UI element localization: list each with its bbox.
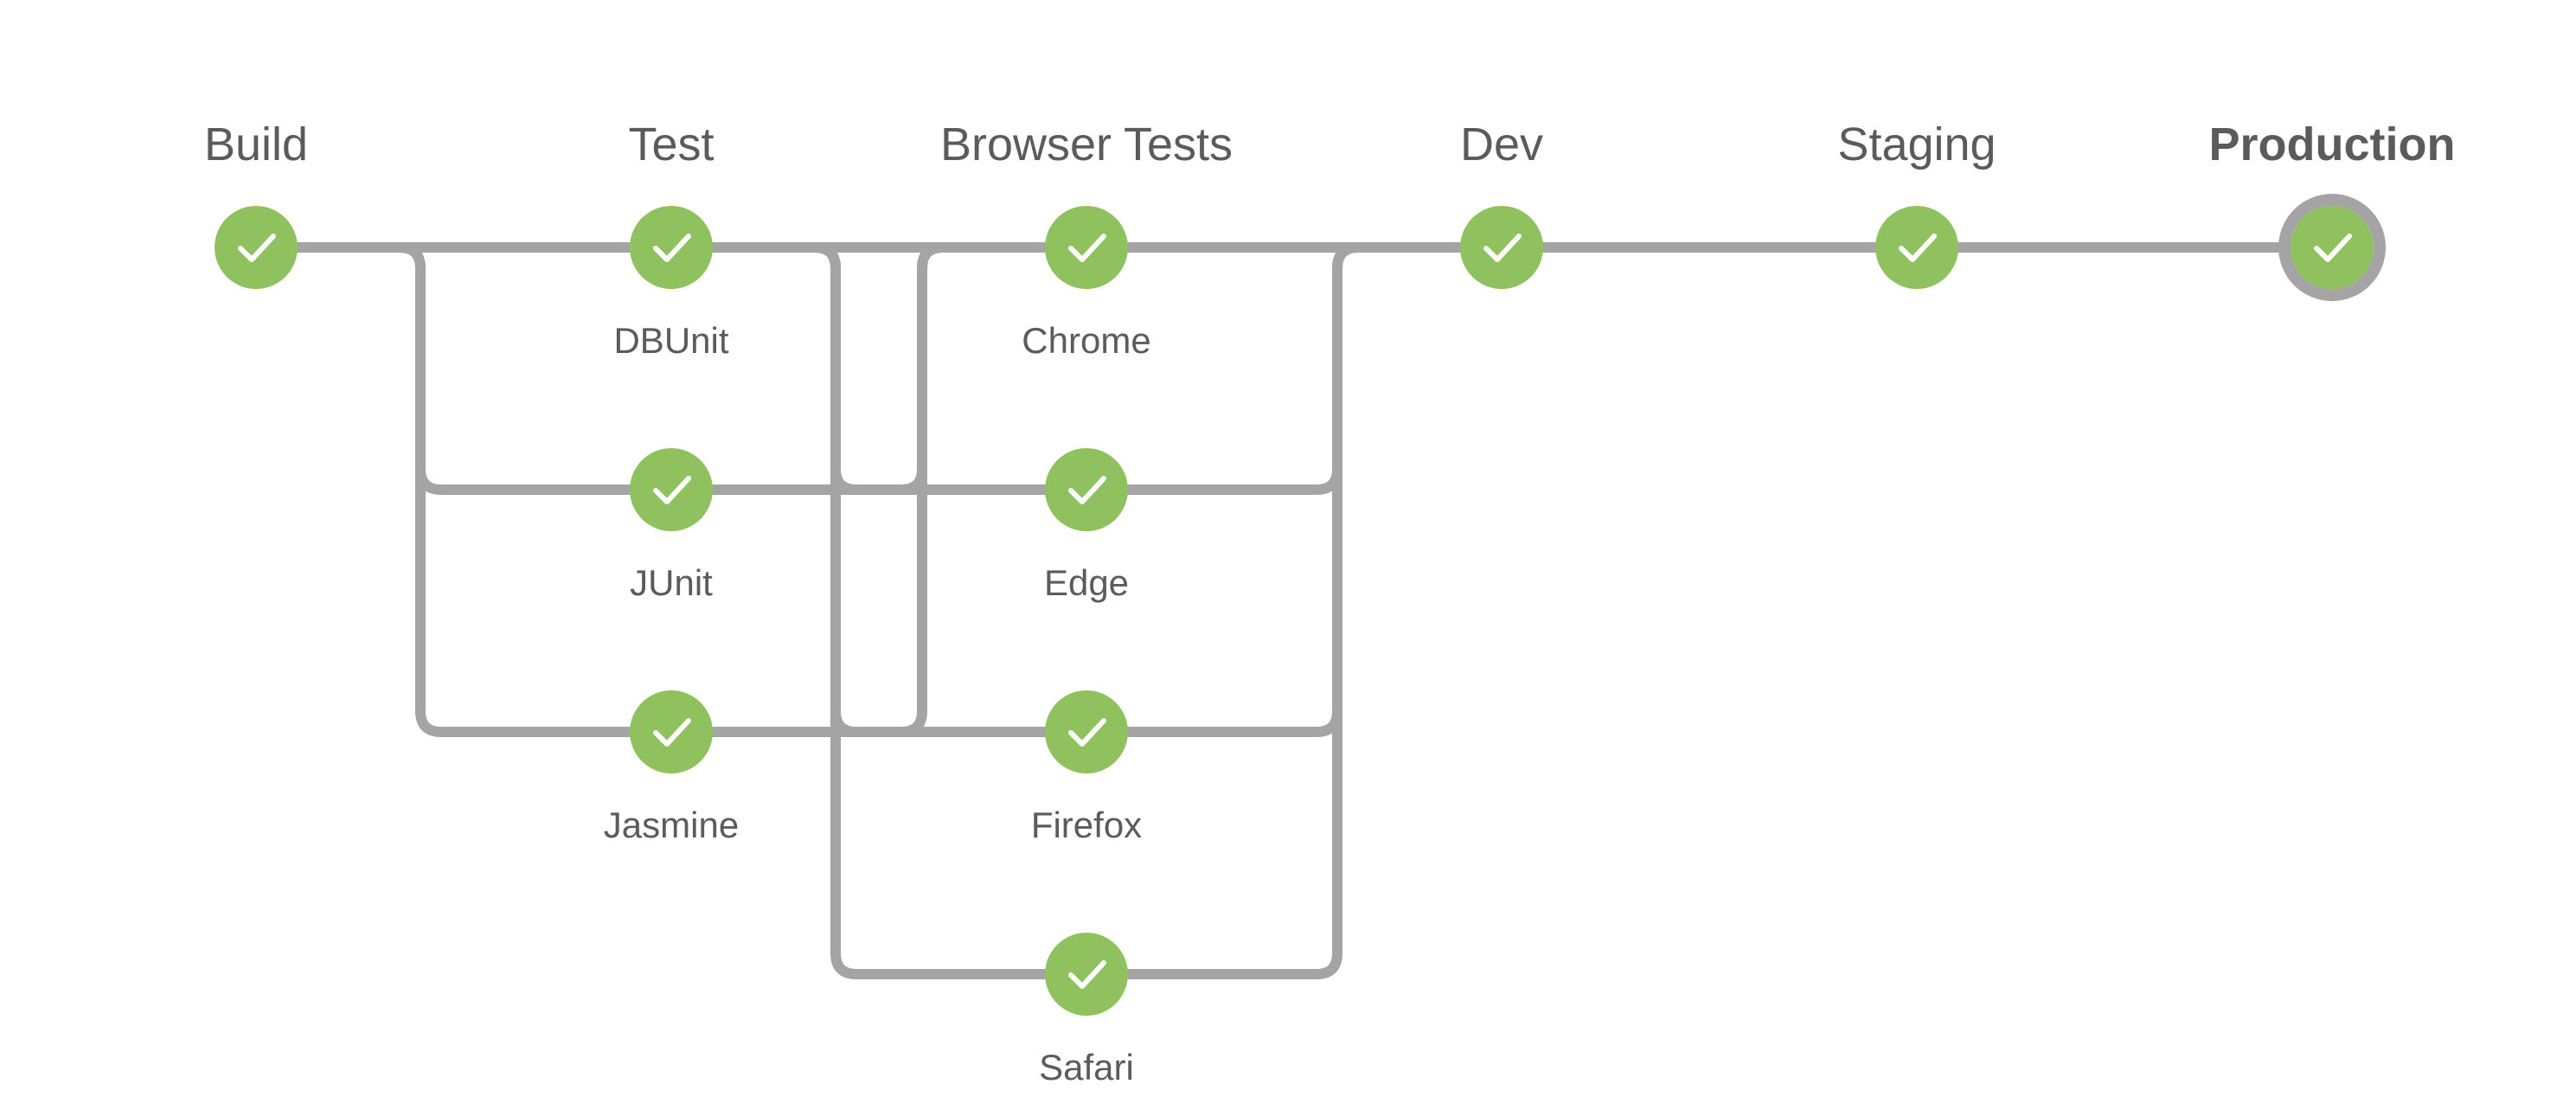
branch-in-test-2 bbox=[394, 242, 676, 737]
branch-out-test-1 bbox=[666, 242, 948, 495]
status-circle bbox=[1045, 690, 1128, 773]
node-edge[interactable] bbox=[1045, 448, 1128, 531]
status-circle bbox=[1045, 933, 1128, 1016]
node-dev[interactable] bbox=[1460, 206, 1543, 289]
check-icon bbox=[1068, 234, 1106, 262]
check-icon bbox=[2314, 234, 2352, 262]
node-label-safari: Safari bbox=[1039, 1047, 1134, 1087]
node-production[interactable] bbox=[2278, 194, 2386, 301]
check-icon bbox=[1483, 234, 1522, 262]
status-circle bbox=[630, 206, 713, 289]
node-dbunit[interactable] bbox=[630, 206, 713, 289]
pipeline-nodes bbox=[215, 194, 2386, 1016]
status-circle bbox=[215, 206, 298, 289]
node-junit[interactable] bbox=[630, 448, 713, 531]
check-icon bbox=[1899, 234, 1937, 262]
stage-title-build: Build bbox=[204, 119, 308, 170]
node-safari[interactable] bbox=[1045, 933, 1128, 1016]
status-circle bbox=[630, 448, 713, 531]
branch-out-browser-tests-3 bbox=[1081, 242, 1363, 979]
check-icon bbox=[653, 718, 691, 747]
node-build[interactable] bbox=[215, 206, 298, 289]
node-label-chrome: Chrome bbox=[1022, 320, 1150, 361]
check-icon bbox=[653, 476, 691, 504]
stage-title-dev: Dev bbox=[1460, 119, 1543, 170]
node-label-jasmine: Jasmine bbox=[604, 805, 739, 845]
check-icon bbox=[1068, 476, 1106, 504]
status-circle bbox=[2291, 206, 2374, 289]
status-circle bbox=[1875, 206, 1958, 289]
selected-ring bbox=[2278, 194, 2386, 301]
stage-title-production: Production bbox=[2209, 119, 2456, 170]
node-firefox[interactable] bbox=[1045, 690, 1128, 773]
status-circle bbox=[1045, 206, 1128, 289]
check-icon bbox=[653, 234, 691, 262]
check-icon bbox=[238, 234, 276, 262]
node-label-junit: JUnit bbox=[630, 562, 713, 603]
stage-title-test: Test bbox=[628, 119, 714, 170]
branch-out-browser-tests-1 bbox=[1081, 242, 1363, 495]
stage-title-browser-tests: Browser Tests bbox=[940, 119, 1233, 170]
node-label-edge: Edge bbox=[1044, 562, 1129, 603]
node-jasmine[interactable] bbox=[630, 690, 713, 773]
status-circle bbox=[1045, 448, 1128, 531]
branch-in-test-1 bbox=[394, 242, 676, 495]
node-chrome[interactable] bbox=[1045, 206, 1128, 289]
pipeline-connectors bbox=[251, 242, 2337, 979]
stage-titles: Build Test Browser Tests Dev Staging Producti… bbox=[204, 119, 2456, 170]
node-label-dbunit: DBUnit bbox=[613, 320, 728, 361]
check-icon bbox=[1068, 960, 1106, 989]
branch-in-browser-tests-1 bbox=[810, 242, 1092, 495]
node-staging[interactable] bbox=[1875, 206, 1958, 289]
stage-title-staging: Staging bbox=[1837, 119, 1996, 170]
node-label-firefox: Firefox bbox=[1031, 805, 1142, 845]
status-circle bbox=[1460, 206, 1543, 289]
check-icon bbox=[1068, 718, 1106, 747]
branch-in-browser-tests-3 bbox=[810, 242, 1092, 979]
status-circle bbox=[630, 690, 713, 773]
